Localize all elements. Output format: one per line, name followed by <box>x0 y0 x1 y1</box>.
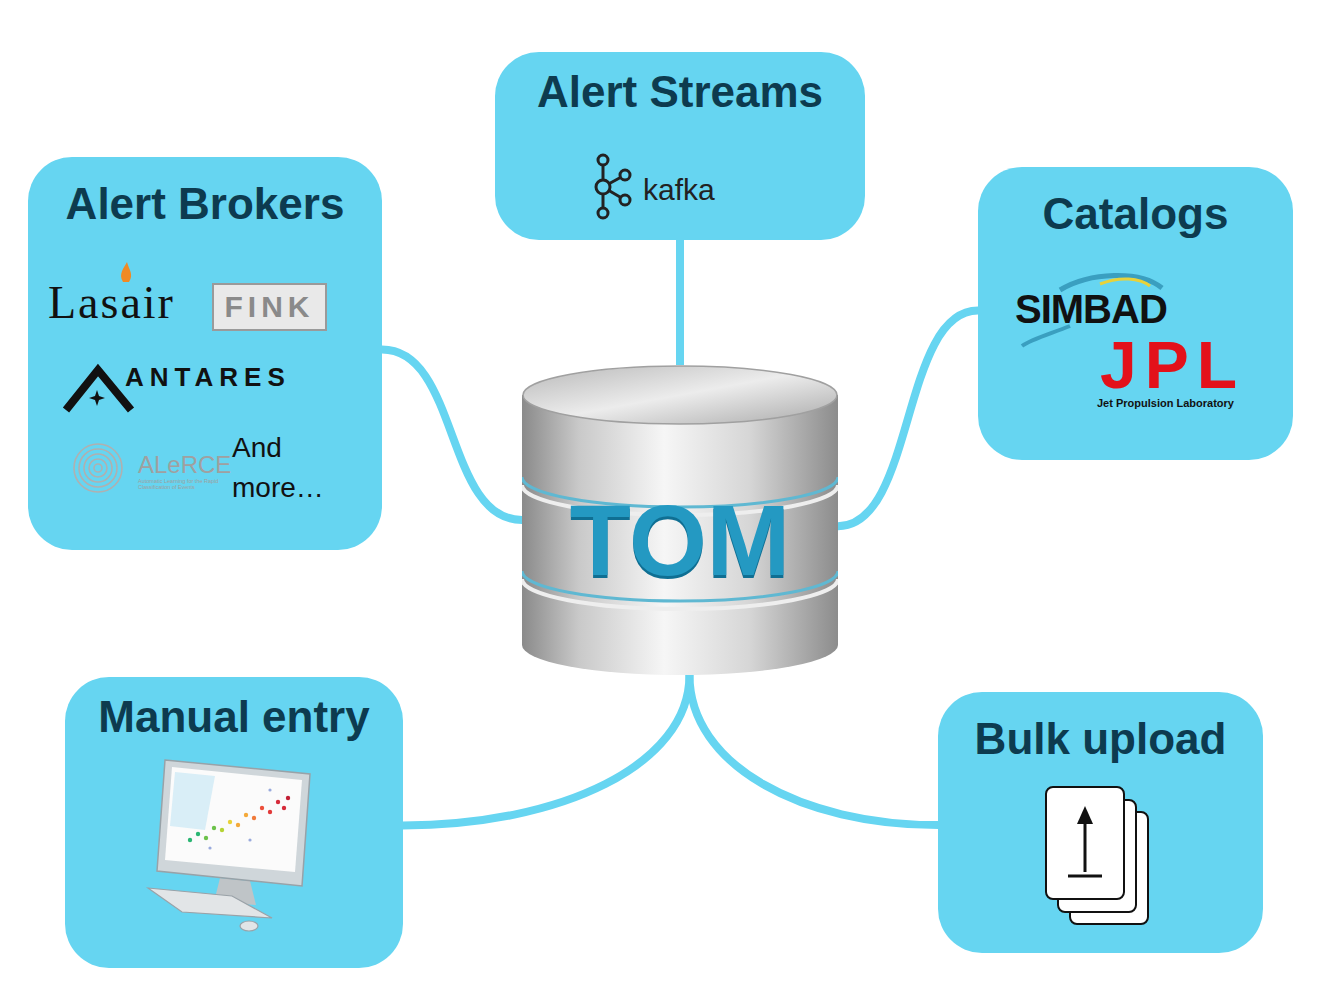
swoosh <box>1060 275 1162 290</box>
lasair-flame <box>121 262 131 282</box>
page <box>1070 812 1148 924</box>
dot <box>286 796 290 800</box>
dot <box>268 788 271 791</box>
note-text: And more… <box>232 428 344 508</box>
page <box>1058 800 1136 912</box>
connector-line <box>403 675 689 825</box>
kafka-link <box>603 175 625 187</box>
kafka-node <box>620 195 630 205</box>
dot <box>208 846 211 849</box>
box-title: Bulk upload <box>938 717 1263 761</box>
logo-subtitle: Automatic Learning for the Rapid Classif… <box>138 478 220 490</box>
kafka-node <box>598 208 608 218</box>
ring <box>94 464 102 472</box>
source-box: Alert BrokersLasair FINK ANTARES ALeRCEAuto… <box>28 157 382 550</box>
connector-line <box>382 350 522 520</box>
dot <box>268 810 272 814</box>
alerce-rings <box>74 444 122 492</box>
monitor-screen <box>165 767 302 872</box>
kafka-link <box>602 160 605 213</box>
connector-line <box>689 675 938 825</box>
antares-chevron <box>66 370 131 410</box>
upload-arrow-base <box>1068 875 1102 878</box>
logo-subtitle: Jet Propulsion Laboratory <box>1097 398 1234 409</box>
antares-symbol <box>66 370 131 410</box>
logo-text: ALeRCE <box>138 453 231 477</box>
monitor-frame <box>157 760 310 886</box>
dot <box>260 806 264 810</box>
ring <box>84 454 112 482</box>
connector-line <box>676 240 684 365</box>
box-title: Alert Brokers <box>28 182 382 226</box>
database-label: TOM <box>522 490 838 590</box>
dot <box>220 828 224 832</box>
dot <box>196 832 200 836</box>
swoosh <box>1100 279 1150 286</box>
kafka-node <box>620 170 630 180</box>
dot <box>228 820 232 824</box>
upload-arrow-head <box>1077 806 1093 824</box>
scatter-dots <box>188 788 290 849</box>
dot <box>212 826 216 830</box>
keyboard <box>148 888 272 918</box>
box-title: Alert Streams <box>495 70 865 114</box>
box-title: Catalogs <box>978 192 1293 236</box>
ring <box>79 449 117 487</box>
database-cylinder: TOM <box>522 365 838 675</box>
box-title: Manual entry <box>65 695 403 739</box>
source-box: Bulk upload <box>938 692 1263 953</box>
dot <box>276 800 280 804</box>
logo-text: SIMBAD <box>1015 289 1167 329</box>
logo-text: FINK <box>212 283 327 331</box>
logo-text: JPL <box>1100 332 1245 398</box>
dot <box>248 838 251 841</box>
kafka-icon <box>596 155 630 218</box>
mouse <box>240 921 258 931</box>
ring <box>89 459 107 477</box>
kafka-link <box>603 187 625 200</box>
cylinder-top <box>523 366 837 424</box>
page <box>1046 787 1124 899</box>
simbad-swoosh <box>1022 275 1162 346</box>
dot <box>282 806 286 810</box>
upload-arrow-shaft <box>1084 820 1087 872</box>
dot <box>204 836 208 840</box>
dot <box>188 838 192 842</box>
dot <box>244 813 248 817</box>
upload-pages-icon <box>1046 787 1148 924</box>
logo-text: kafka <box>643 175 715 205</box>
monitor-stand <box>214 878 256 905</box>
swoosh <box>1022 326 1070 346</box>
cylinder-body <box>522 395 838 675</box>
source-box: CatalogsSIMBADJPLJet Propulsion Laborato… <box>978 167 1293 460</box>
logo-text: ANTARES <box>125 364 291 390</box>
kafka-node <box>598 155 608 165</box>
computer-illustration <box>148 760 310 931</box>
source-box: Manual entry <box>65 677 403 968</box>
dot <box>252 816 256 820</box>
dot <box>236 823 240 827</box>
source-box: Alert Streams kafka <box>495 52 865 240</box>
connector-line <box>838 311 978 527</box>
ring <box>74 444 122 492</box>
antares-star <box>89 390 105 406</box>
kafka-node <box>596 180 610 194</box>
chart-shade <box>170 772 215 830</box>
logo-text: Lasair <box>48 280 175 326</box>
